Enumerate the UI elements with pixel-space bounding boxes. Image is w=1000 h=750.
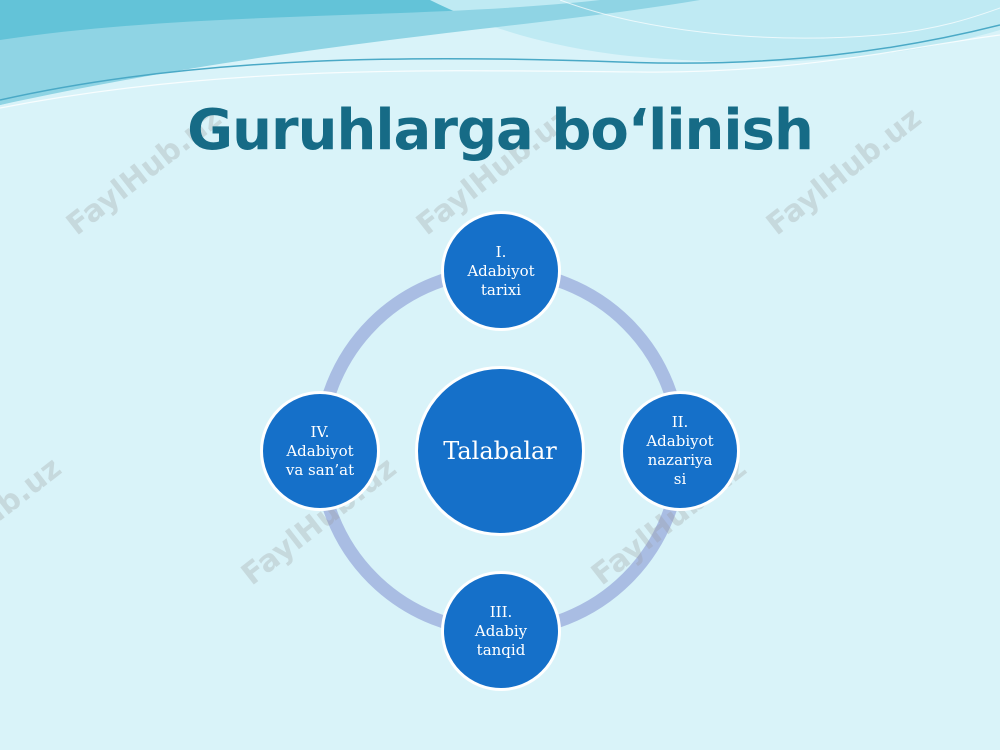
- node-line: Adabiy: [474, 621, 528, 640]
- node-talabalar: Talabalar: [415, 366, 585, 536]
- node-adabiyot-va-sanat: IV. Adabiyot va san’at: [260, 391, 380, 511]
- node-line: Adabiyot: [646, 432, 714, 450]
- node-line: I.: [495, 242, 507, 261]
- slide-title: Guruhlarga bo‘linish: [187, 98, 814, 163]
- wave-line-3: [559, 0, 1000, 39]
- node-adabiyot-tarixi: I. Adabiyot tarixi: [441, 211, 561, 331]
- node-line: II.: [671, 413, 689, 431]
- wave-line-2: [0, 34, 1000, 109]
- center-label: Talabalar: [443, 437, 557, 465]
- node-adabiy-tanqid: III. Adabiy tanqid: [441, 571, 561, 691]
- node-line: tanqid: [476, 640, 526, 659]
- node-line: si: [673, 470, 687, 488]
- node-line: tarixi: [480, 280, 522, 299]
- node-line: III.: [489, 602, 513, 621]
- node-adabiyot-nazariyasi: II. Adabiyot nazariya si: [620, 391, 740, 511]
- node-line: nazariya: [647, 451, 713, 469]
- node-line: IV.: [310, 422, 330, 441]
- node-line: va san’at: [285, 460, 355, 479]
- node-line: Adabiyot: [286, 441, 354, 460]
- wave-line-1: [0, 24, 1000, 101]
- wave-top-light: [0, 0, 700, 105]
- node-line: Adabiyot: [467, 261, 535, 280]
